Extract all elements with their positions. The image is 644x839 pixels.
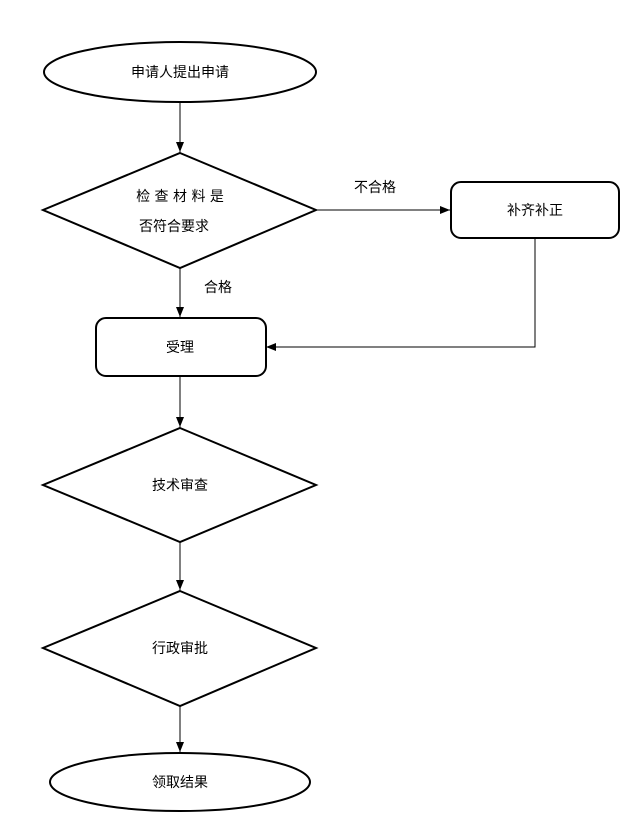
check-node-label-line2: 否符合要求: [139, 219, 209, 235]
fail-edge-label: 不合格: [354, 180, 396, 196]
tech-node-label: 技术审查: [152, 478, 208, 494]
check-decision-node: [40, 151, 319, 270]
end-node: [49, 752, 311, 812]
start-node: [43, 41, 317, 103]
supplement-node-label: 补齐补正: [507, 203, 563, 219]
admin-node-label: 行政审批: [152, 641, 208, 657]
tech-review-node: [40, 426, 319, 544]
accept-node-label: 受理: [166, 340, 194, 356]
start-node-label: 申请人提出申请: [131, 65, 229, 81]
end-node-label: 领取结果: [152, 775, 208, 791]
accept-node: [95, 317, 267, 377]
arrow-supplement-to-accept: [266, 238, 536, 351]
supplement-node: [450, 181, 620, 239]
check-node-label-line1: 检 查 材 料 是: [136, 189, 224, 205]
pass-edge-label: 合格: [204, 280, 232, 296]
admin-approval-node: [40, 589, 319, 708]
